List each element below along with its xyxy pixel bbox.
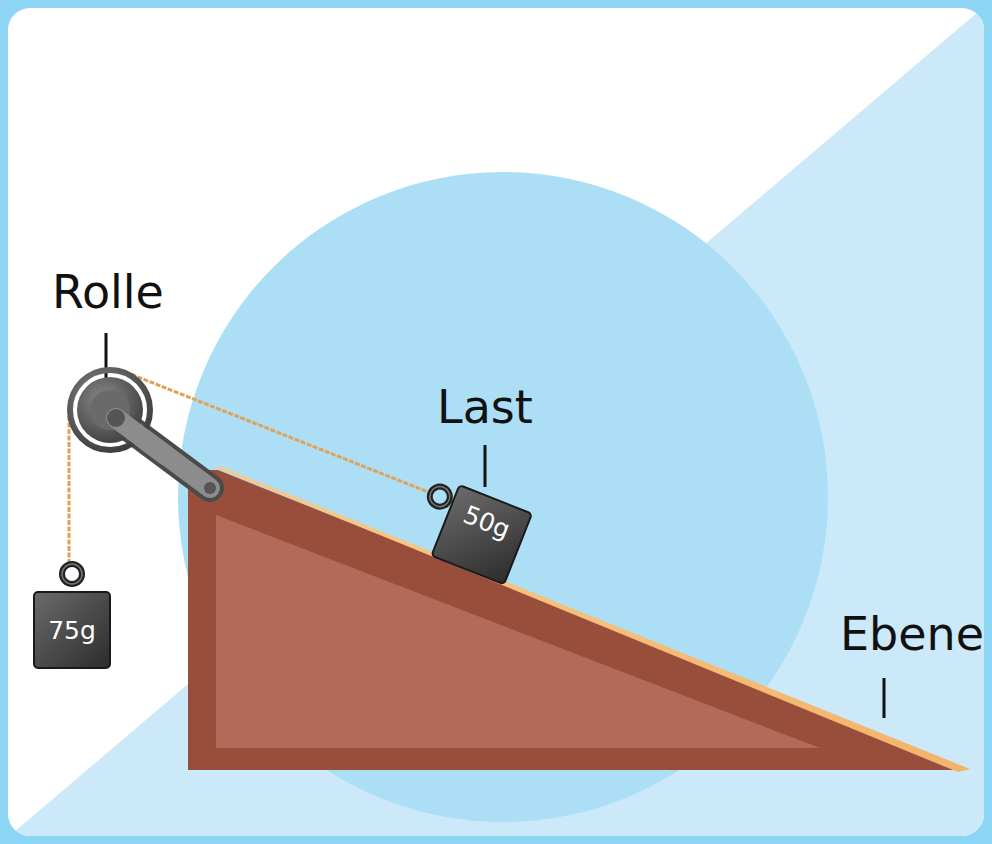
axle bbox=[107, 409, 125, 427]
weight-ring bbox=[427, 484, 453, 510]
pulley-hub bbox=[90, 390, 130, 430]
part-label: Ebene bbox=[840, 608, 984, 661]
weight-label: 75g bbox=[34, 616, 110, 645]
ring-highlight bbox=[62, 564, 82, 584]
weight-ring bbox=[62, 564, 82, 584]
leader-line bbox=[105, 333, 108, 384]
weight-body bbox=[34, 592, 110, 668]
pulley-rim bbox=[70, 370, 150, 450]
leader-line bbox=[484, 445, 487, 487]
pulley-arm-face bbox=[116, 418, 210, 488]
rope bbox=[69, 369, 428, 564]
part-label: Rolle bbox=[52, 266, 164, 319]
pulley-arm bbox=[116, 418, 210, 488]
ring-highlight bbox=[427, 484, 453, 510]
pulley-wheel bbox=[77, 377, 143, 443]
leader-line bbox=[883, 678, 886, 718]
weight-block: 75g bbox=[26, 556, 118, 672]
arm-bolt bbox=[204, 482, 216, 494]
part-label: Last bbox=[437, 381, 533, 434]
weight-shape bbox=[26, 556, 118, 672]
pulley-arm-front bbox=[116, 418, 165, 455]
